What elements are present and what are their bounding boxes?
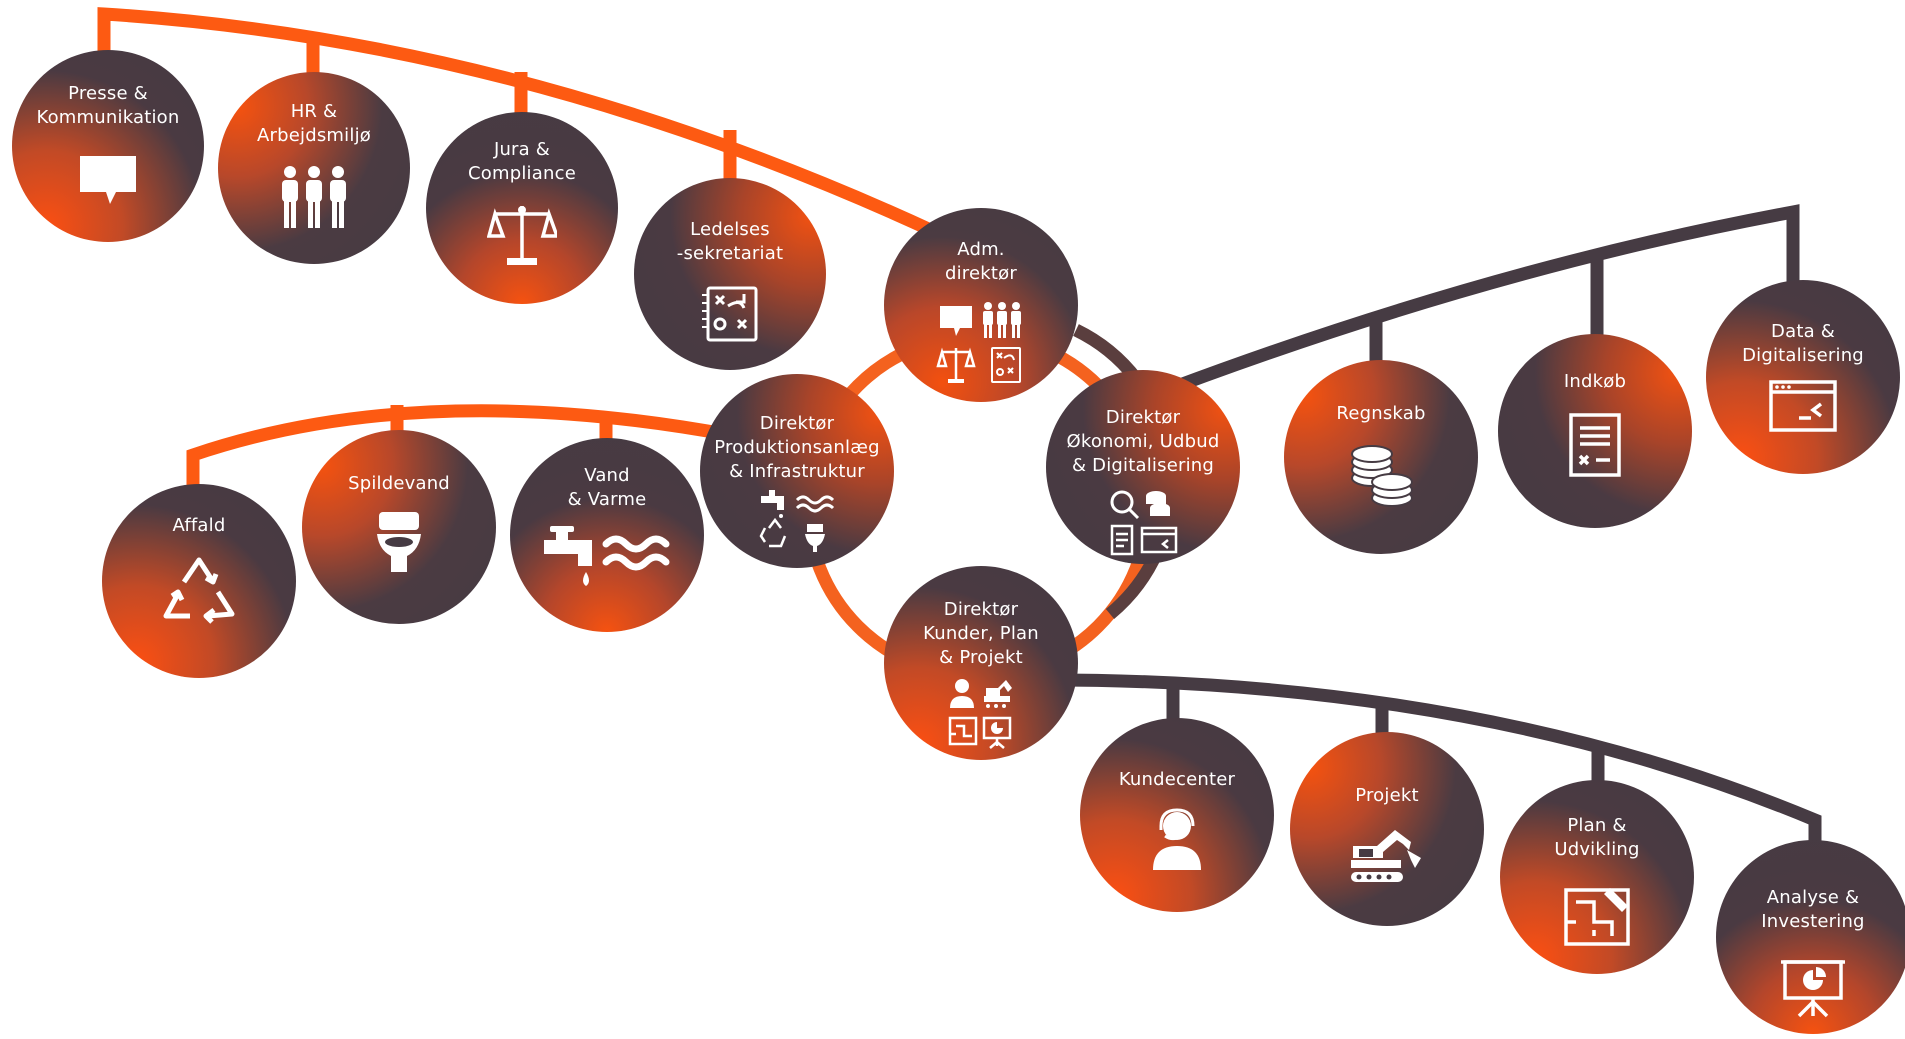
right-branch-line bbox=[1133, 204, 1800, 407]
node-label: Kundecenter bbox=[1118, 769, 1236, 790]
node-adm-direktor: Adm. direktør bbox=[884, 208, 1078, 402]
magnifier-icon bbox=[1110, 490, 1140, 520]
headset-person-icon bbox=[950, 679, 974, 708]
document-icon bbox=[1110, 524, 1134, 556]
scales-icon bbox=[936, 347, 976, 380]
node-jura-compliance: Jura & Compliance bbox=[426, 112, 618, 304]
node-label: Regnskab bbox=[1336, 403, 1426, 424]
people-group-icon bbox=[282, 166, 346, 228]
node-analyse-investering: Analyse & Investering bbox=[1716, 840, 1905, 1034]
node-direktor-kunder: Direktør Kunder, Plan & Projekt bbox=[884, 566, 1078, 760]
node-label: Direktør Produktionsanlæg & Infrastruktu… bbox=[714, 413, 880, 482]
node-label: Analyse & Investering bbox=[1761, 887, 1865, 932]
node-label: Plan & Udvikling bbox=[1554, 815, 1640, 860]
node-vand-varme: Vand & Varme bbox=[510, 438, 704, 632]
presentation-icon bbox=[1781, 960, 1845, 1018]
toilet-icon bbox=[805, 524, 825, 552]
water-waves-icon bbox=[795, 495, 835, 513]
strategy-board-icon bbox=[991, 347, 1021, 383]
faucet-waves-icon bbox=[544, 526, 670, 586]
people-group-icon bbox=[983, 302, 1021, 338]
center-icon-cluster bbox=[1110, 490, 1178, 556]
center-icon-cluster bbox=[948, 679, 1012, 749]
node-label: Jura & Compliance bbox=[468, 139, 576, 184]
recycle-icon bbox=[163, 557, 235, 624]
node-label: Presse & Kommunikation bbox=[36, 83, 180, 128]
presentation-icon bbox=[982, 716, 1012, 749]
excavator-icon bbox=[1351, 830, 1421, 882]
node-direktor-okonomi: Direktør Økonomi, Udbud & Digitalisering bbox=[1046, 370, 1240, 564]
headset-person-icon bbox=[1153, 808, 1201, 870]
node-hr-arbejdsmiljo: HR & Arbejdsmiljø bbox=[218, 72, 410, 264]
center-icon-cluster bbox=[936, 302, 1021, 383]
node-label: Adm. direktør bbox=[944, 239, 1017, 284]
speech-bubble-icon bbox=[80, 156, 136, 204]
blueprint-icon bbox=[948, 716, 978, 746]
node-label: Direktør Kunder, Plan & Projekt bbox=[923, 599, 1039, 668]
recycle-icon bbox=[759, 517, 787, 548]
node-regnskab: Regnskab bbox=[1284, 360, 1478, 554]
node-data-digitalisering: Data & Digitalisering bbox=[1706, 280, 1900, 474]
node-label: Direktør Økonomi, Udbud & Digitalisering bbox=[1066, 407, 1220, 476]
node-label: HR & Arbejdsmiljø bbox=[257, 101, 371, 146]
center-icon-cluster bbox=[759, 490, 835, 552]
scales-icon bbox=[487, 206, 557, 265]
terminal-window-icon bbox=[1140, 526, 1178, 554]
strategy-board-icon bbox=[702, 286, 758, 342]
bottom-branch-line bbox=[1043, 673, 1822, 887]
coins-icon bbox=[1146, 491, 1170, 516]
node-label: Spildevand bbox=[348, 473, 450, 494]
node-label: Projekt bbox=[1355, 785, 1419, 806]
blueprint-icon bbox=[1564, 888, 1630, 946]
node-label: Ledelses -sekretariat bbox=[676, 219, 784, 264]
node-direktor-produktion: Direktør Produktionsanlæg & Infrastruktu… bbox=[700, 374, 894, 568]
node-label: Indkøb bbox=[1563, 371, 1627, 392]
node-label: Vand & Varme bbox=[567, 465, 647, 510]
node-affald: Affald bbox=[102, 484, 296, 678]
left-branch-line bbox=[186, 404, 737, 502]
terminal-window-icon bbox=[1769, 380, 1837, 432]
toilet-icon bbox=[377, 512, 421, 572]
node-plan-udvikling: Plan & Udvikling bbox=[1500, 780, 1694, 974]
invoice-icon bbox=[1569, 413, 1621, 477]
top-branch-line bbox=[97, 7, 942, 239]
node-label: Affald bbox=[172, 515, 226, 536]
faucet-icon bbox=[761, 490, 784, 518]
node-indkob: Indkøb bbox=[1498, 334, 1692, 528]
node-presse-kommunikation: Presse & Kommunikation bbox=[12, 50, 204, 242]
node-ledelsessekretariat: Ledelses -sekretariat bbox=[634, 178, 826, 370]
speech-bubble-icon bbox=[940, 306, 972, 336]
node-spildevand: Spildevand bbox=[302, 430, 496, 624]
node-projekt: Projekt bbox=[1290, 732, 1484, 926]
coins-icon bbox=[1351, 445, 1413, 507]
node-label: Data & Digitalisering bbox=[1742, 321, 1864, 366]
excavator-icon bbox=[984, 680, 1012, 708]
node-kundecenter: Kundecenter bbox=[1080, 718, 1274, 912]
